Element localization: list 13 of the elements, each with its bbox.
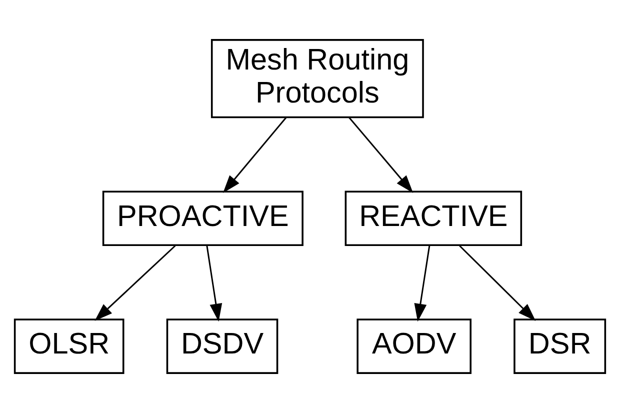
node-box: AODV	[356, 318, 472, 374]
node-box: PROACTIVE	[102, 190, 304, 246]
node-box: REACTIVE	[344, 190, 522, 246]
node-box: Mesh Routing Protocols	[210, 39, 424, 118]
arrow	[94, 245, 176, 321]
node-box: OLSR	[14, 318, 124, 374]
node-box: DSDV	[166, 318, 278, 374]
arrow	[414, 246, 430, 322]
arrow	[348, 117, 414, 193]
arrow	[459, 245, 536, 321]
arrow	[206, 246, 222, 322]
node-box: DSR	[514, 318, 606, 374]
arrow	[222, 117, 287, 193]
